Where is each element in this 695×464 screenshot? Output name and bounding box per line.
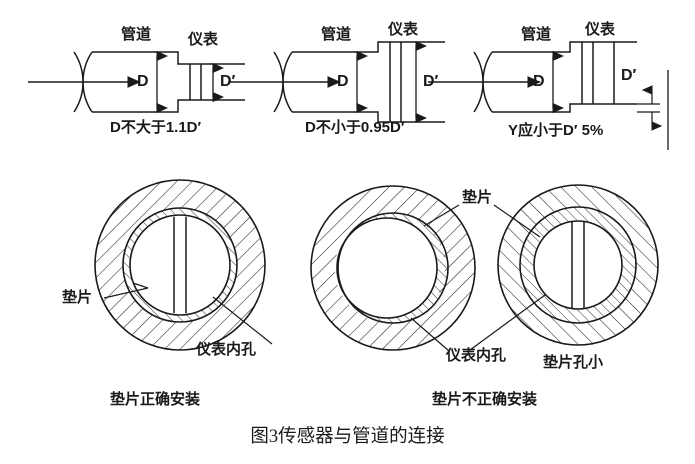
top2-caption: D不小于0.95D′	[305, 119, 405, 136]
top1-dim-d-prime: D′	[220, 73, 236, 90]
bottom1-caption: 垫片正确安装	[110, 391, 201, 408]
top3-dim-d-prime: D′	[621, 67, 637, 84]
top1-instrument-label: 仪表	[188, 31, 219, 48]
top3-instrument-label: 仪表	[585, 21, 616, 38]
bottom2-callout-gasket: 垫片	[462, 189, 493, 206]
top2-pipe-label: 管道	[321, 26, 352, 43]
top3-pipe-label: 管道	[521, 26, 552, 43]
top3-dim-d: D	[533, 73, 545, 90]
bottom3-caption: 垫片孔小	[543, 354, 604, 371]
top3-caption: Y应小于D′ 5%	[508, 122, 604, 139]
top2-dim-d: D	[337, 73, 349, 90]
top2-instrument-label: 仪表	[388, 21, 419, 38]
top1-pipe-label: 管道	[121, 26, 152, 43]
top1-caption: D不大于1.1D′	[110, 119, 202, 136]
bottom2-callout-bore: 仪表内孔	[446, 347, 507, 364]
figure-title: 图3传感器与管道的连接	[250, 427, 445, 447]
bottom1-callout-bore: 仪表内孔	[196, 341, 257, 358]
top2-dim-d-prime: D′	[423, 73, 439, 90]
bottom2-caption: 垫片不正确安装	[432, 391, 538, 408]
bottom1-callout-gasket: 垫片	[62, 289, 93, 306]
top1-dim-d: D	[137, 73, 149, 90]
